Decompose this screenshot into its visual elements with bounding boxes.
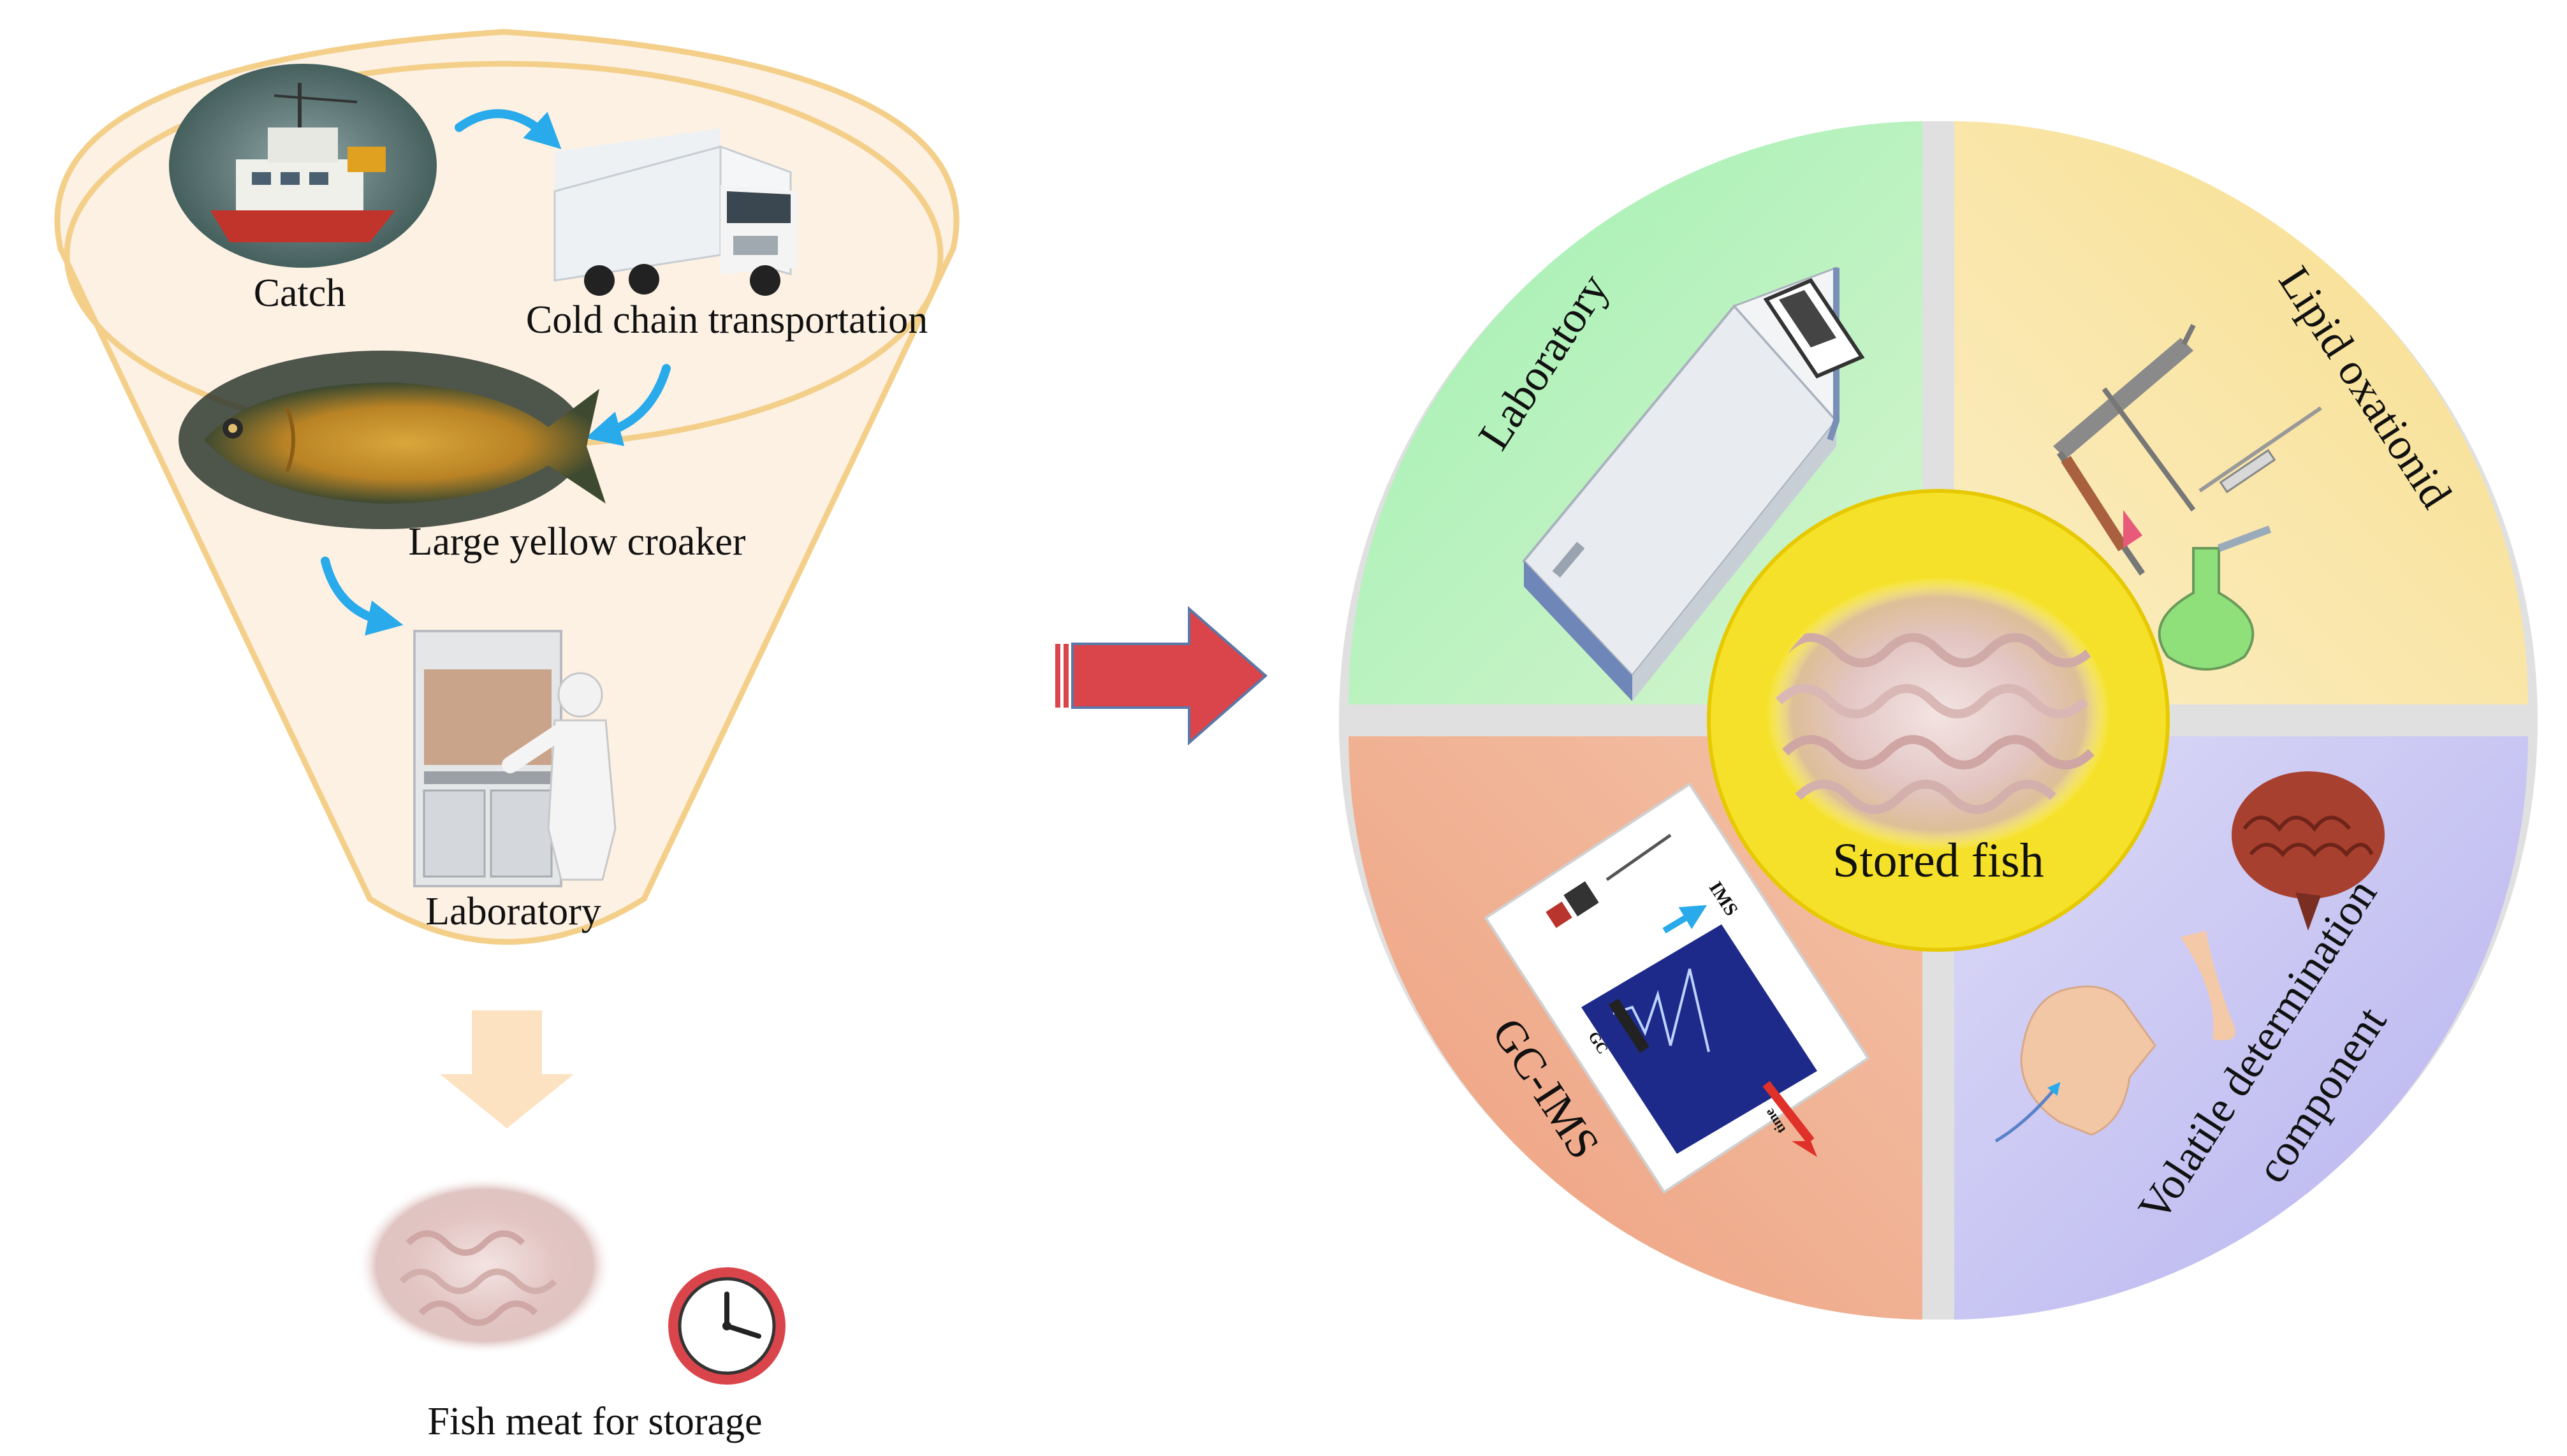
truck-photo: [553, 128, 797, 296]
transport-label: Cold chain transportation: [526, 298, 928, 342]
storage-label: Fish meat for storage: [427, 1400, 762, 1443]
catch-photo: [169, 64, 437, 268]
brain-icon: [2232, 771, 2385, 931]
flow-arrow-fish-to-lab: [321, 557, 404, 636]
spectrometer-image: [1522, 266, 1865, 701]
lab-label: Laboratory: [425, 890, 601, 933]
gc-ims-image: [1484, 782, 1870, 1194]
catch-label: Catch: [254, 272, 346, 315]
fish-meat-photo: [357, 1176, 612, 1355]
transition-arrow: [1055, 606, 1268, 746]
face-icon: [1994, 986, 2156, 1143]
center-label: Stored fish: [1832, 834, 2044, 887]
lab-photo: [413, 630, 617, 887]
flow-arrow-catch-to-transport: [455, 109, 562, 150]
distillation-apparatus: [2053, 324, 2322, 671]
fish-photo: [179, 351, 606, 529]
center-stored-fish: Stored fish: [1707, 489, 2170, 952]
flow-arrow-transport-to-fish: [585, 364, 671, 446]
nose-icon: [2181, 931, 2235, 1040]
fish-label: Large yellow croaker: [408, 520, 745, 564]
clock-icon: [668, 1267, 786, 1385]
down-arrow: [440, 1010, 574, 1128]
